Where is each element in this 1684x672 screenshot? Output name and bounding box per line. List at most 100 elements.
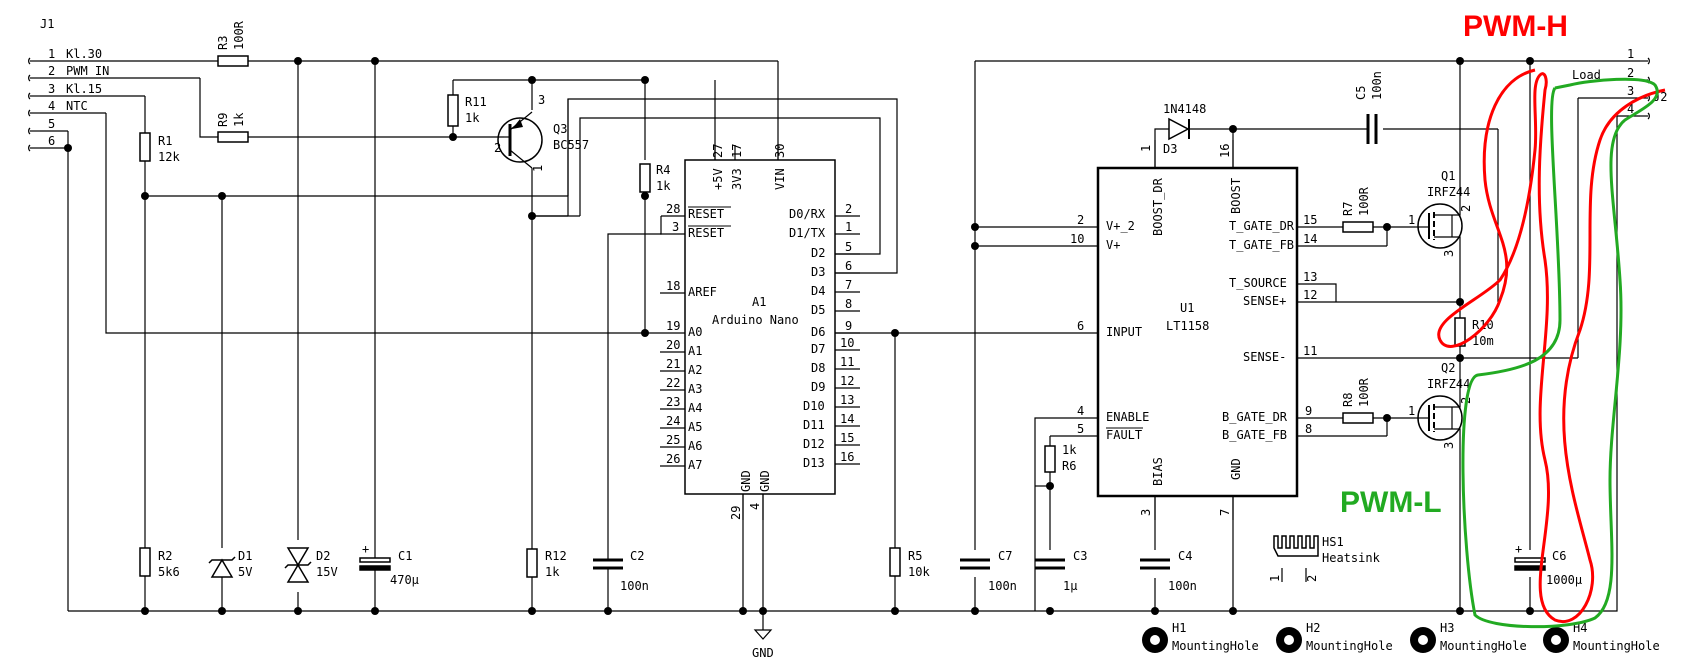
resistor-r4: R4 1k [639, 163, 671, 193]
transistor-q3: 3 2 1 Q3 BC557 [494, 93, 589, 172]
c1-plus-mark: + [362, 542, 369, 556]
mosfet-q2: 1 2 3 Q2 IRFZ44 [1408, 361, 1473, 450]
d2-ref: D2 [316, 549, 330, 563]
u1-pin8-label: B_GATE_FB [1222, 428, 1287, 442]
u1-pin12-num: 12 [1303, 288, 1317, 302]
j1-pin3-num: 3 [48, 82, 55, 96]
r1-ref: R1 [158, 134, 172, 148]
a1-pin6-num: 6 [845, 259, 852, 273]
c1-value: 470µ [390, 573, 419, 587]
a1-pin14-num: 14 [840, 412, 854, 426]
u1-pin11-label: SENSE- [1243, 350, 1286, 364]
resistor-r8: R8 100R [1341, 377, 1374, 424]
resistor-r6: 1k R6 [1044, 443, 1077, 473]
c1-ref: C1 [398, 549, 412, 563]
a1-pin4-label: GND [758, 470, 772, 492]
a1-pin9-label: D6 [811, 325, 825, 339]
mounting-hole-h1: H1 MountingHole [1142, 621, 1259, 653]
connector-j2: 1 2 3 4 Load J2 [1572, 47, 1667, 120]
capacitor-c2: C2 100n [593, 549, 649, 593]
resistor-r3: R3 100R [216, 20, 249, 67]
mounting-hole-h3: H3 MountingHole [1410, 621, 1527, 653]
u1-pin5-label: FAULT [1106, 428, 1142, 442]
j2-label: Load [1572, 68, 1601, 82]
pwm-h-outline [1437, 68, 1666, 624]
a1-pin30-num: 30 [773, 144, 787, 158]
a1-pin10-label: D7 [811, 342, 825, 356]
q3-pin1: 1 [531, 165, 545, 172]
a1-pin2-label: D0/RX [789, 207, 826, 221]
j1-pin2-num: 2 [48, 64, 55, 78]
a1-pin16-num: 16 [840, 450, 854, 464]
r12-value: 1k [545, 565, 560, 579]
j1-pin2-label: PWM_IN [66, 64, 109, 78]
a1-pin5-num: 5 [845, 240, 852, 254]
u1-pin9-num: 9 [1305, 404, 1312, 418]
a1-pin3-label: RESET [688, 226, 724, 240]
j1-pin1-num: 1 [48, 47, 55, 61]
r7-value: 100R [1357, 186, 1371, 216]
a1-pin28-label: RESET [688, 207, 724, 221]
arduino-nano-a1: 27 +5V 17 3V3 30 VIN 28 RESET 3 RESET 18… [660, 144, 860, 520]
c5-ref: C5 [1354, 86, 1368, 100]
q2-pin3: 3 [1442, 442, 1456, 449]
q1-pin3: 3 [1442, 250, 1456, 257]
u1-pin4-label: ENABLE [1106, 410, 1149, 424]
c2-value: 100n [620, 579, 649, 593]
u1-pin9-label: B_GATE_DR [1222, 410, 1288, 424]
capacitor-c6: + C6 1000µ [1514, 542, 1582, 587]
h3-value: MountingHole [1440, 639, 1527, 653]
r2-ref: R2 [158, 549, 172, 563]
hs1-pin2: 2 [1305, 575, 1319, 582]
r1-value: 12k [158, 150, 180, 164]
r3-ref: R3 [216, 36, 230, 50]
d2-value: 15V [316, 565, 338, 579]
u1-pin16-num: 16 [1218, 144, 1232, 158]
u1-pin6-label: INPUT [1106, 325, 1142, 339]
a1-pin20-label: A1 [688, 344, 702, 358]
a1-pin30-label: VIN [773, 168, 787, 190]
diode-d3: 1N4148 D3 [1163, 102, 1206, 156]
a1-pin22-num: 22 [666, 376, 680, 390]
c5-value: 100n [1370, 71, 1384, 100]
a1-pin11-label: D8 [811, 361, 825, 375]
a1-pin25-label: A6 [688, 439, 702, 453]
gnd-label: GND [752, 646, 774, 660]
a1-pin11-num: 11 [840, 355, 854, 369]
u1-pin15-label: T_GATE_DR [1229, 219, 1295, 233]
a1-pin1-num: 1 [845, 220, 852, 234]
u1-ref: U1 [1180, 301, 1194, 315]
u1-pin2-label: V+_2 [1106, 219, 1135, 233]
c7-value: 100n [988, 579, 1017, 593]
u1-pin12-label: SENSE+ [1243, 294, 1286, 308]
j1-pin4-label: NTC [66, 99, 88, 113]
driver-ic-u1: 1 BOOST_DR 16 BOOST 2 V+_2 10 V+ 6 INPUT… [1070, 140, 1317, 520]
c3-value: 1µ [1063, 579, 1077, 593]
j1-pin4-num: 4 [48, 99, 55, 113]
connector-j1: J1 1 Kl.30 2 PWM_IN 3 Kl.15 4 NTC 5 6 [28, 17, 109, 152]
a1-pin19-num: 19 [666, 319, 680, 333]
j1-pin5-num: 5 [48, 117, 55, 131]
r4-ref: R4 [656, 163, 670, 177]
wires [40, 60, 1640, 612]
zener-d1: D1 5V [208, 549, 252, 579]
a1-pin15-label: D12 [803, 437, 825, 451]
h1-ref: H1 [1172, 621, 1186, 635]
u1-value: LT1158 [1166, 319, 1209, 333]
a1-pin14-label: D11 [803, 418, 825, 432]
u1-pin4-num: 4 [1077, 404, 1084, 418]
r11-value: 1k [465, 111, 480, 125]
a1-ref: A1 [752, 295, 766, 309]
r8-ref: R8 [1341, 393, 1355, 407]
a1-pin16-label: D13 [803, 456, 825, 470]
u1-pin7-num: 7 [1218, 509, 1232, 516]
a1-pin7-label: D4 [811, 284, 825, 298]
u1-pin15-num: 15 [1303, 213, 1317, 227]
d3-ref: D3 [1163, 142, 1177, 156]
u1-pin13-num: 13 [1303, 270, 1317, 284]
junctions [64, 57, 1534, 615]
a1-pin4-num: 4 [748, 503, 762, 510]
annotation-pwm-h: PWM-H [1437, 10, 1666, 624]
r6-value: 1k [1062, 443, 1077, 457]
